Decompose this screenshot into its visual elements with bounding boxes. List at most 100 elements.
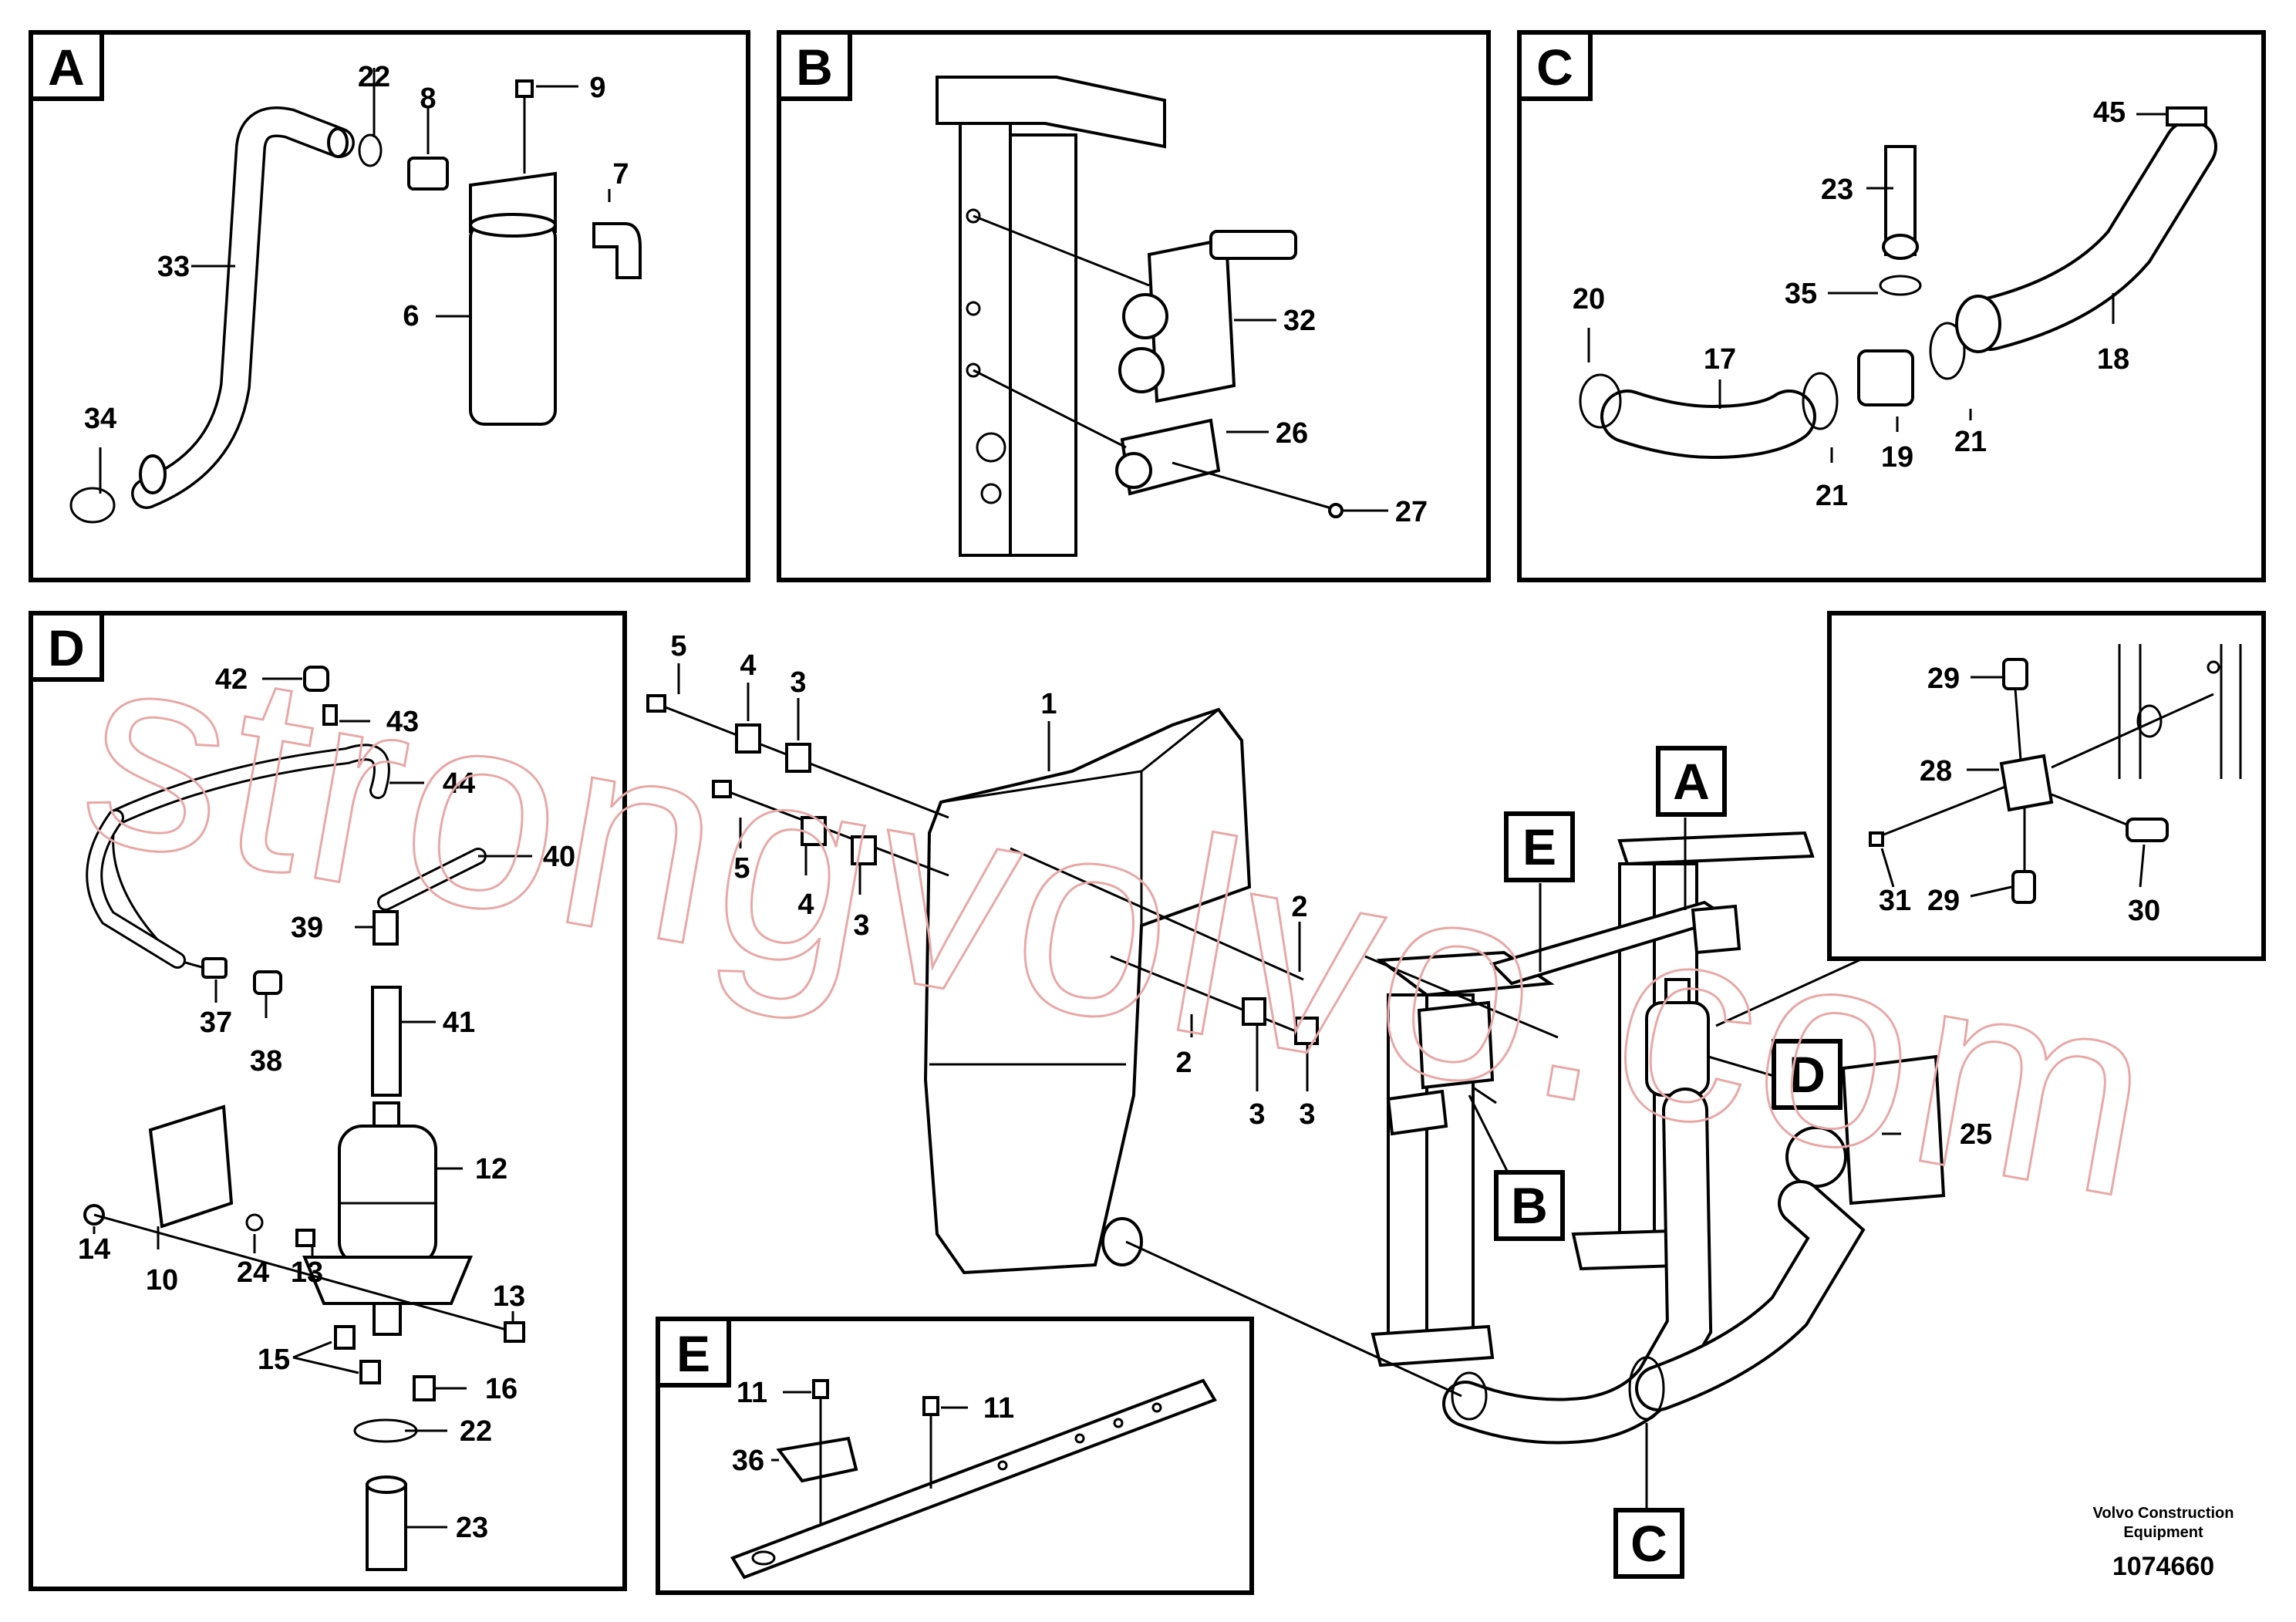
panel-b-frame [777, 30, 1491, 582]
bolt-11 [922, 1396, 939, 1416]
callout-45: 45 [2093, 96, 2126, 129]
tag-a [1656, 746, 1727, 817]
callout-19: 19 [1881, 441, 1913, 474]
rail [730, 1378, 1217, 1580]
callout-23: 23 [456, 1512, 488, 1544]
tag-b [1494, 1170, 1565, 1241]
callout-20: 20 [1573, 283, 1605, 315]
callout-2-right: 2 [1291, 891, 1307, 923]
callout-9: 9 [589, 72, 605, 104]
callout-13: 13 [291, 1256, 323, 1289]
callout-5-lower: 5 [733, 852, 750, 885]
hose-23 [366, 1483, 407, 1571]
panel-a-letter: A [48, 39, 85, 96]
main-assembly: 5 4 3 1 5 4 3 2 2 3 3 25 A E D B C [646, 630, 1992, 1579]
spacer-3 [785, 743, 811, 773]
callout-11-left: 11 [737, 1377, 767, 1409]
callout-3-top: 3 [790, 666, 806, 699]
callout-22: 22 [358, 61, 390, 93]
callout-14: 14 [78, 1233, 110, 1266]
callout-42: 42 [215, 663, 248, 696]
outlet [373, 1302, 402, 1336]
panel-b: B 32 26 27 [777, 30, 1491, 582]
callout-36: 36 [732, 1445, 764, 1477]
clamp-22 [358, 133, 383, 167]
callout-12: 12 [475, 1153, 507, 1185]
title-block: Volvo Construction Equipment 1074660 [2093, 1505, 2234, 1581]
washer-4 [801, 816, 827, 846]
callout-3-lower: 3 [853, 909, 869, 942]
tag-d [1772, 1039, 1843, 1110]
callout-8: 8 [420, 83, 436, 115]
plate-10 [148, 1104, 234, 1229]
callout-28: 28 [1920, 755, 1952, 787]
tag-e-letter: E [1522, 818, 1556, 875]
fitting [1209, 230, 1297, 260]
callout-29-bottom: 29 [1927, 885, 1960, 917]
inset-frame [1827, 611, 2266, 961]
callout-24: 24 [237, 1256, 269, 1289]
panel-e-letter: E [676, 1325, 710, 1382]
panel-b-tag [777, 30, 852, 101]
filter-canister-6 [469, 222, 557, 426]
column-right [1009, 133, 1077, 557]
panel-c: C 45 23 20 35 17 18 19 21 21 [1517, 30, 2266, 582]
spacer-3 [851, 835, 877, 865]
filter-base [302, 1256, 473, 1305]
tag-c [1613, 1508, 1684, 1579]
bracket-36 [776, 1436, 858, 1483]
panel-c-frame [1517, 30, 2266, 582]
callout-30: 30 [2128, 895, 2160, 927]
hose-clamp [1451, 1371, 1488, 1421]
column-left [959, 122, 1012, 557]
callout-18: 18 [2097, 343, 2129, 376]
rear-plate [1617, 831, 1815, 866]
callout-1: 1 [1040, 688, 1057, 720]
callout-40: 40 [543, 841, 575, 873]
clamp-21 [1802, 372, 1839, 430]
clamp-34 [69, 487, 116, 524]
callout-29-top: 29 [1927, 663, 1960, 695]
hose-clamp [1628, 1356, 1665, 1421]
drawing-number: 1074660 [2112, 1552, 2214, 1581]
frame-base [1371, 1324, 1495, 1367]
panel-c-tag [1517, 30, 1593, 101]
callout-11-right: 11 [983, 1392, 1014, 1425]
panel-d: D [29, 611, 627, 1591]
sensor-45 [2166, 106, 2207, 126]
callout-27: 27 [1395, 496, 1428, 528]
callout-38: 38 [250, 1045, 282, 1077]
sensor-inset: 29 28 31 29 30 [1827, 611, 2266, 961]
panel-b-letter: B [796, 39, 833, 96]
brand-line-2: Equipment [2123, 1524, 2203, 1541]
filter-12 [338, 1125, 437, 1266]
bolt-11 [812, 1379, 829, 1399]
screw-31 [1869, 831, 1884, 847]
filter-top-fitting [373, 1101, 400, 1128]
panel-a-frame [29, 30, 750, 582]
callout-43: 43 [386, 706, 419, 738]
nipple-8 [407, 157, 449, 191]
brand-line-1: Volvo Construction [2093, 1505, 2234, 1522]
callout-37: 37 [200, 1007, 232, 1039]
fitting-15 [334, 1325, 356, 1350]
callout-4-top: 4 [740, 649, 756, 682]
clamp-20 [1579, 373, 1622, 429]
bolt-13 [295, 1229, 315, 1247]
tag-d-letter: D [1789, 1046, 1826, 1103]
bolt-13 [504, 1321, 525, 1343]
callout-3-bottom-right: 3 [1299, 1098, 1315, 1131]
elbow-29 [2002, 658, 2028, 690]
callout-3-bottom-left: 3 [1249, 1098, 1265, 1131]
bracket-42 [303, 666, 329, 692]
pipe-end [139, 454, 167, 494]
callout-5-top: 5 [670, 630, 686, 663]
callout-21-left: 21 [1816, 480, 1848, 512]
tank-port [1101, 1217, 1143, 1266]
washer-24 [245, 1213, 264, 1232]
tee-19 [1857, 349, 1914, 406]
block-28 [1999, 754, 2054, 812]
bolt-5 [712, 780, 732, 798]
sensor-30 [2126, 818, 2169, 842]
callout-32: 32 [1283, 305, 1316, 337]
